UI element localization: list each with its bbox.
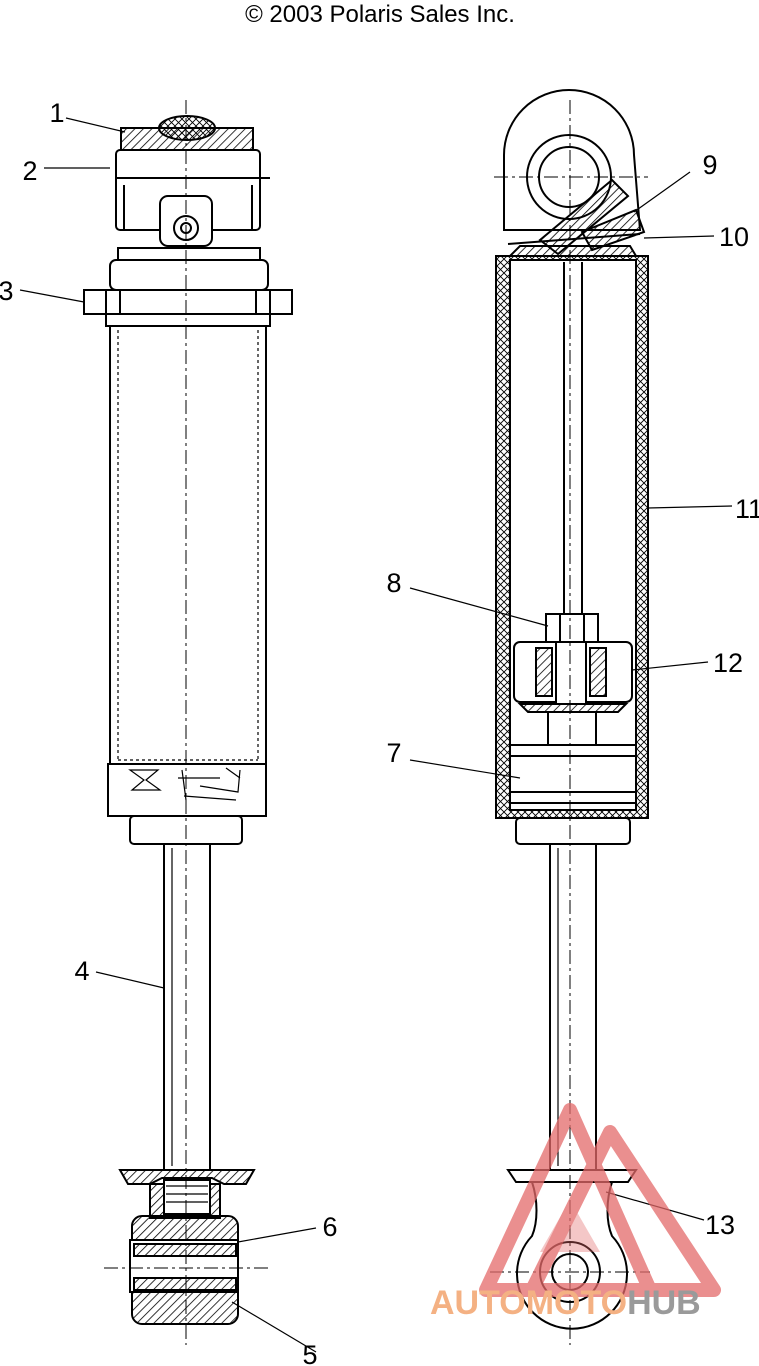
brand-logo-icon [128,767,241,801]
callout-1: 1 [49,98,64,128]
callout-5: 5 [302,1340,317,1366]
callout-6: 6 [322,1212,337,1242]
bearing [509,744,637,804]
left-shock-assembly [83,115,293,1325]
callout-4: 4 [74,956,89,986]
callout-13: 13 [705,1210,735,1240]
piston-nut [545,613,599,643]
shock-body [109,325,267,765]
seal-head [515,817,631,845]
callout-7: 7 [386,738,401,768]
watermark-text: AUTOMOTOHUB [430,1284,701,1322]
callout-11: 11 [735,494,759,524]
callout-12: 12 [713,648,743,678]
bumper [118,1169,256,1185]
spring-nut [83,289,293,315]
lower-bumper [506,1169,638,1183]
callout-2: 2 [22,156,37,186]
watermark-text-gray: HUB [627,1284,701,1322]
valve-nut [580,208,646,252]
callout-3: 3 [0,276,14,306]
watermark-logo-icon [479,1103,721,1297]
top-cap-dome [158,115,216,141]
callout-8: 8 [386,568,401,598]
shaft [163,843,211,1171]
copyright-text: © 2003 Polaris Sales Inc. [245,1,515,28]
watermark-text-orange: AUTOMOTO [430,1284,627,1322]
callout-9: 9 [702,150,717,180]
callout-10: 10 [719,222,749,252]
